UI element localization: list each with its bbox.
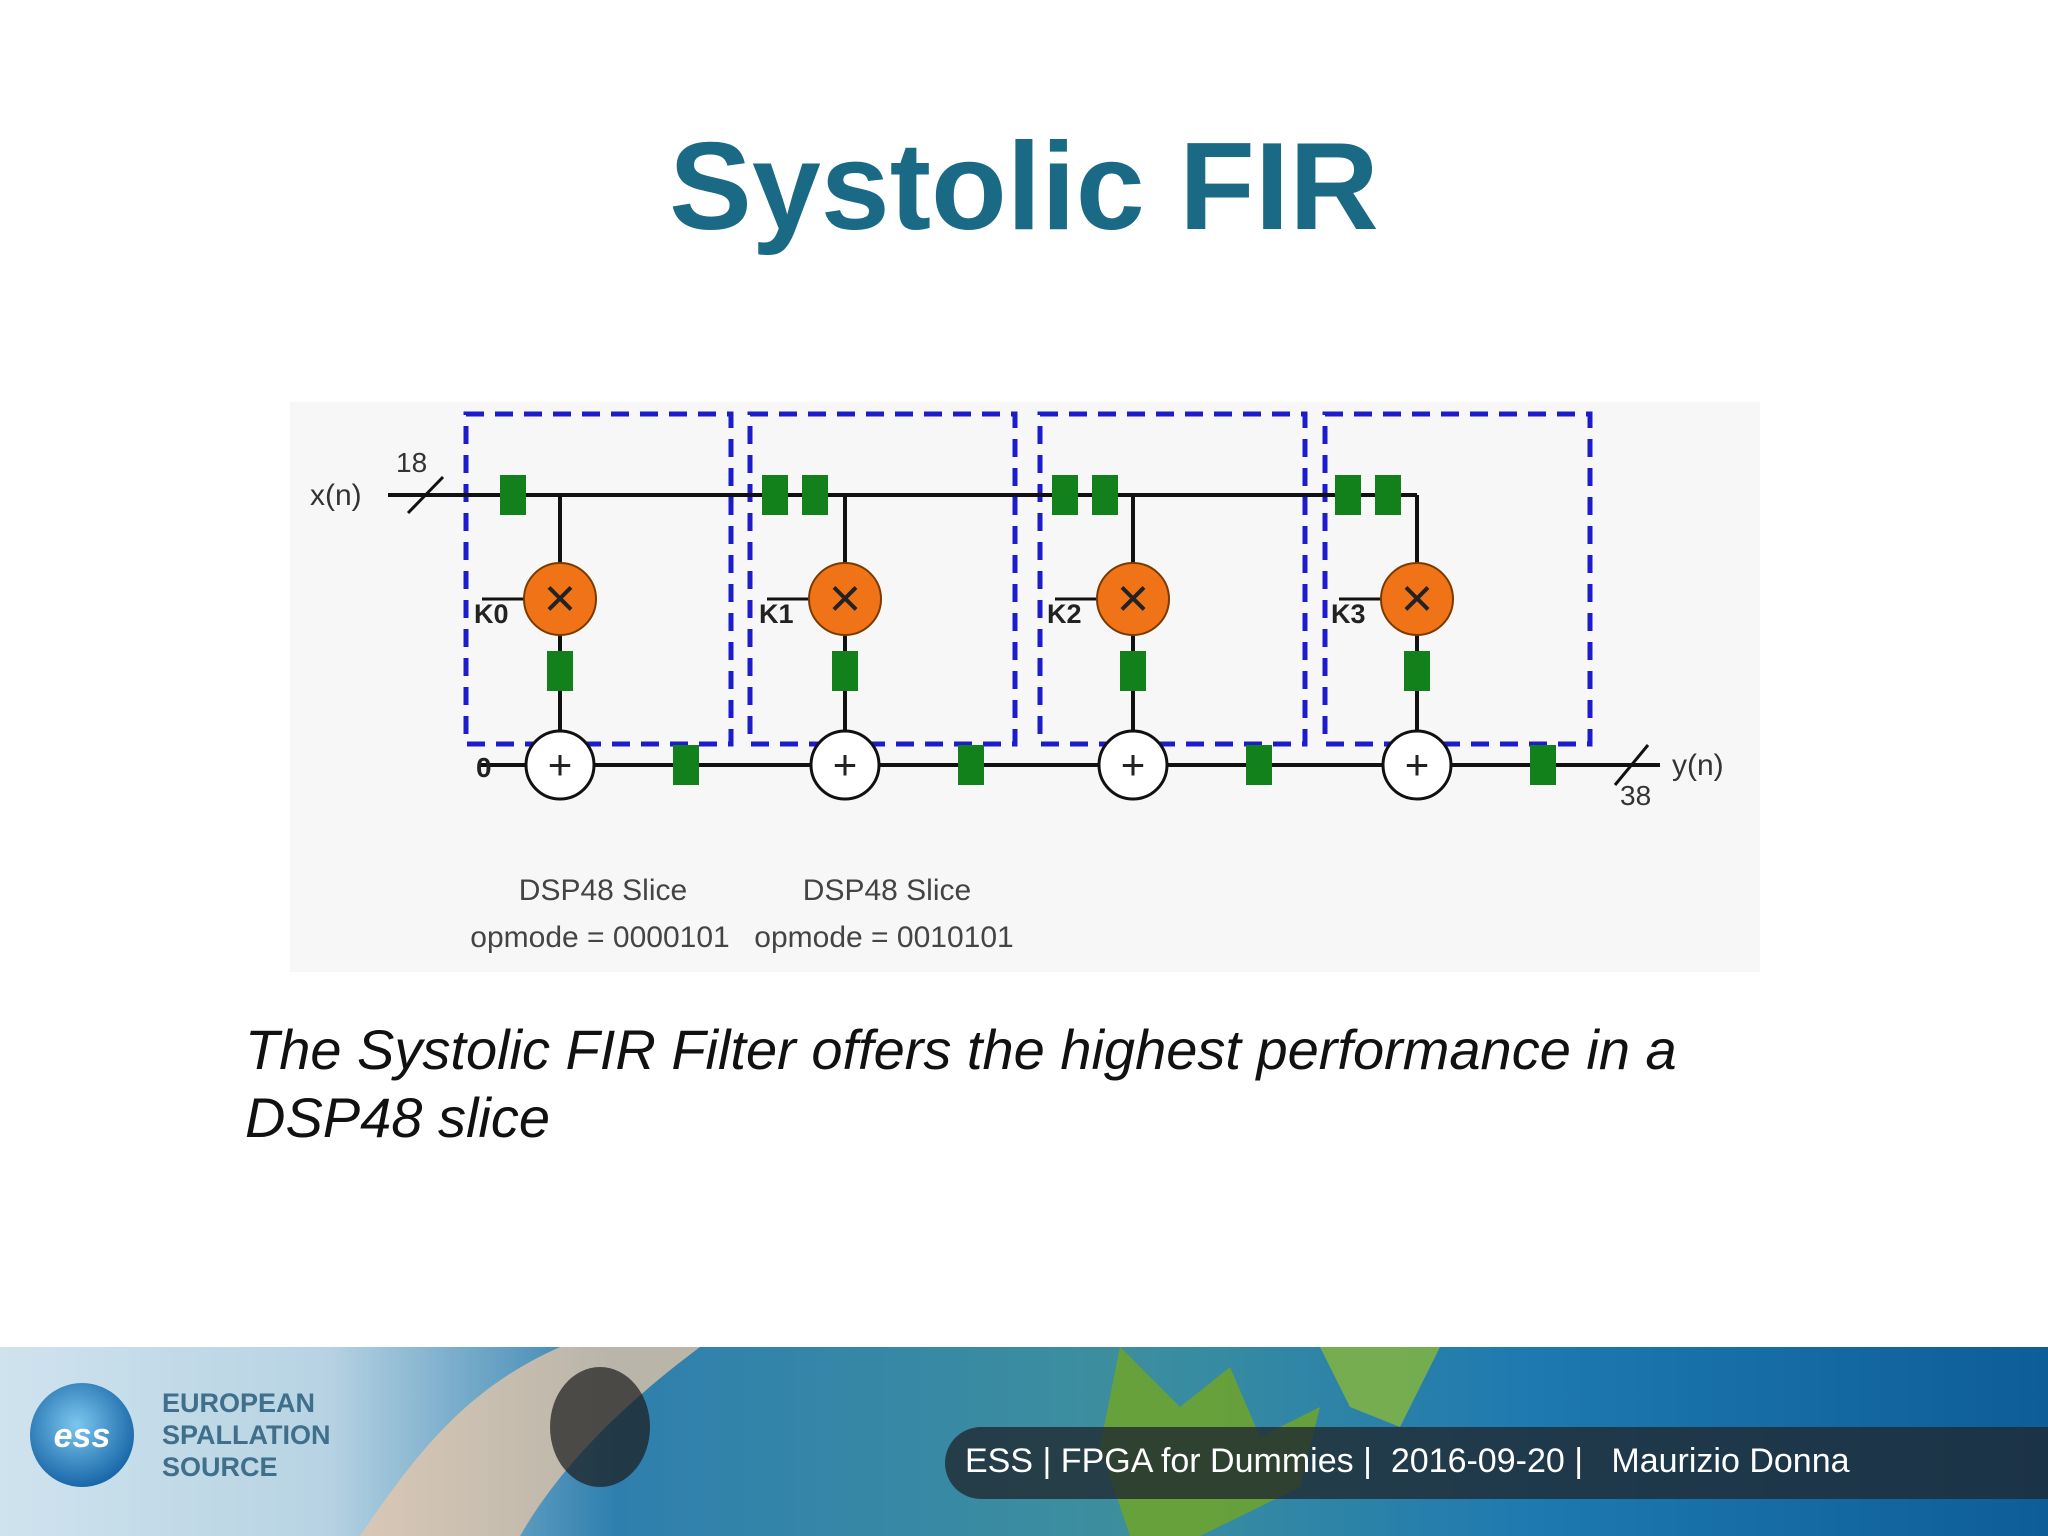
multiplier-symbol: ×	[1117, 566, 1150, 629]
adder-node	[1097, 729, 1169, 801]
coefficient-label: K3	[1331, 599, 1366, 629]
input-label: x(n)	[310, 479, 362, 512]
footer-event: FPGA for Dummies	[1060, 1442, 1354, 1480]
input-bus-slash	[406, 475, 445, 515]
adder-symbol: +	[833, 741, 858, 788]
pipeline-register	[1335, 475, 1361, 515]
coefficient-label: K2	[1047, 599, 1082, 629]
multiplier-symbol: ×	[829, 566, 862, 629]
footer-date: 2016-09-20	[1390, 1442, 1565, 1480]
ess-logo-globe	[30, 1383, 134, 1487]
adder-symbol: +	[1405, 741, 1430, 788]
adder-symbol: +	[1121, 741, 1146, 788]
footer-banner: ess EUROPEAN SPALLATION SOURCE ESS | FPG…	[0, 1347, 2048, 1536]
coefficient-label: K0	[474, 599, 509, 629]
slice-opmode-label: opmode = 0000101	[470, 921, 729, 954]
adder-node	[1381, 729, 1453, 801]
pipeline-register	[1246, 745, 1272, 785]
pipeline-register	[762, 475, 788, 515]
adder-node	[809, 729, 881, 801]
multiplier-node	[523, 562, 597, 636]
pipeline-register	[1375, 475, 1401, 515]
ess-logo-mark: ess	[54, 1417, 111, 1455]
pipeline-register	[832, 651, 858, 691]
coefficient-label: K1	[759, 599, 794, 629]
pipeline-register	[958, 745, 984, 785]
dsp48-slice-box	[747, 411, 1018, 747]
pipeline-register	[1092, 475, 1118, 515]
pipeline-register	[1052, 475, 1078, 515]
multiplier-node	[1096, 562, 1170, 636]
input-width-label: 18	[396, 447, 427, 478]
pipeline-register	[500, 475, 526, 515]
pipeline-register	[1404, 651, 1430, 691]
pipeline-register	[1530, 745, 1556, 785]
slide-title: Systolic FIR	[669, 118, 1379, 256]
pipeline-register	[673, 745, 699, 785]
dsp48-slice-box	[1322, 411, 1593, 747]
systolic-fir-diagram: x(n) 18 y(n) 38 0 K0 × + K1 × + K2 × + K3 × + DSP48 Slice…	[290, 402, 1760, 972]
footer-org: ESS	[965, 1442, 1034, 1480]
pipeline-register	[547, 651, 573, 691]
multiplier-symbol: ×	[544, 566, 577, 629]
footer-separator: |	[1042, 1442, 1052, 1480]
output-width-label: 38	[1620, 780, 1651, 811]
adder-symbol: +	[548, 741, 573, 788]
multiplier-node	[808, 562, 882, 636]
slide-caption: The Systolic FIR Filter offers the highe…	[245, 1018, 1677, 1149]
footer-author: Maurizio Donna	[1611, 1442, 1850, 1480]
pipeline-register	[1120, 651, 1146, 691]
footer-separator: |	[1363, 1442, 1372, 1480]
pipeline-register	[802, 475, 828, 515]
multiplier-symbol: ×	[1401, 566, 1434, 629]
output-label: y(n)	[1672, 749, 1724, 782]
footer-info: ESS | FPGA for Dummies | 2016-09-20 | Ma…	[965, 1442, 1850, 1481]
slice-opmode-label: opmode = 0010101	[754, 921, 1013, 954]
dsp48-slice-box	[463, 411, 734, 747]
footer-separator: |	[1574, 1442, 1584, 1480]
footer-info-bar	[945, 1427, 2048, 1499]
ess-logo-text: EUROPEAN SPALLATION SOURCE	[162, 1388, 331, 1482]
zero-input-label: 0	[476, 752, 492, 783]
diagram-canvas: x(n) 18 y(n) 38 0 K0 × + K1 × + K2 × + K3 × + DSP48 Slice…	[310, 411, 1724, 954]
output-bus-slash	[1613, 744, 1650, 786]
multiplier-node	[1380, 562, 1454, 636]
slice-name-label: DSP48 Slice	[519, 874, 687, 907]
adder-node	[524, 729, 596, 801]
slice-name-label: DSP48 Slice	[803, 874, 971, 907]
dsp48-slice-box	[1037, 411, 1308, 747]
